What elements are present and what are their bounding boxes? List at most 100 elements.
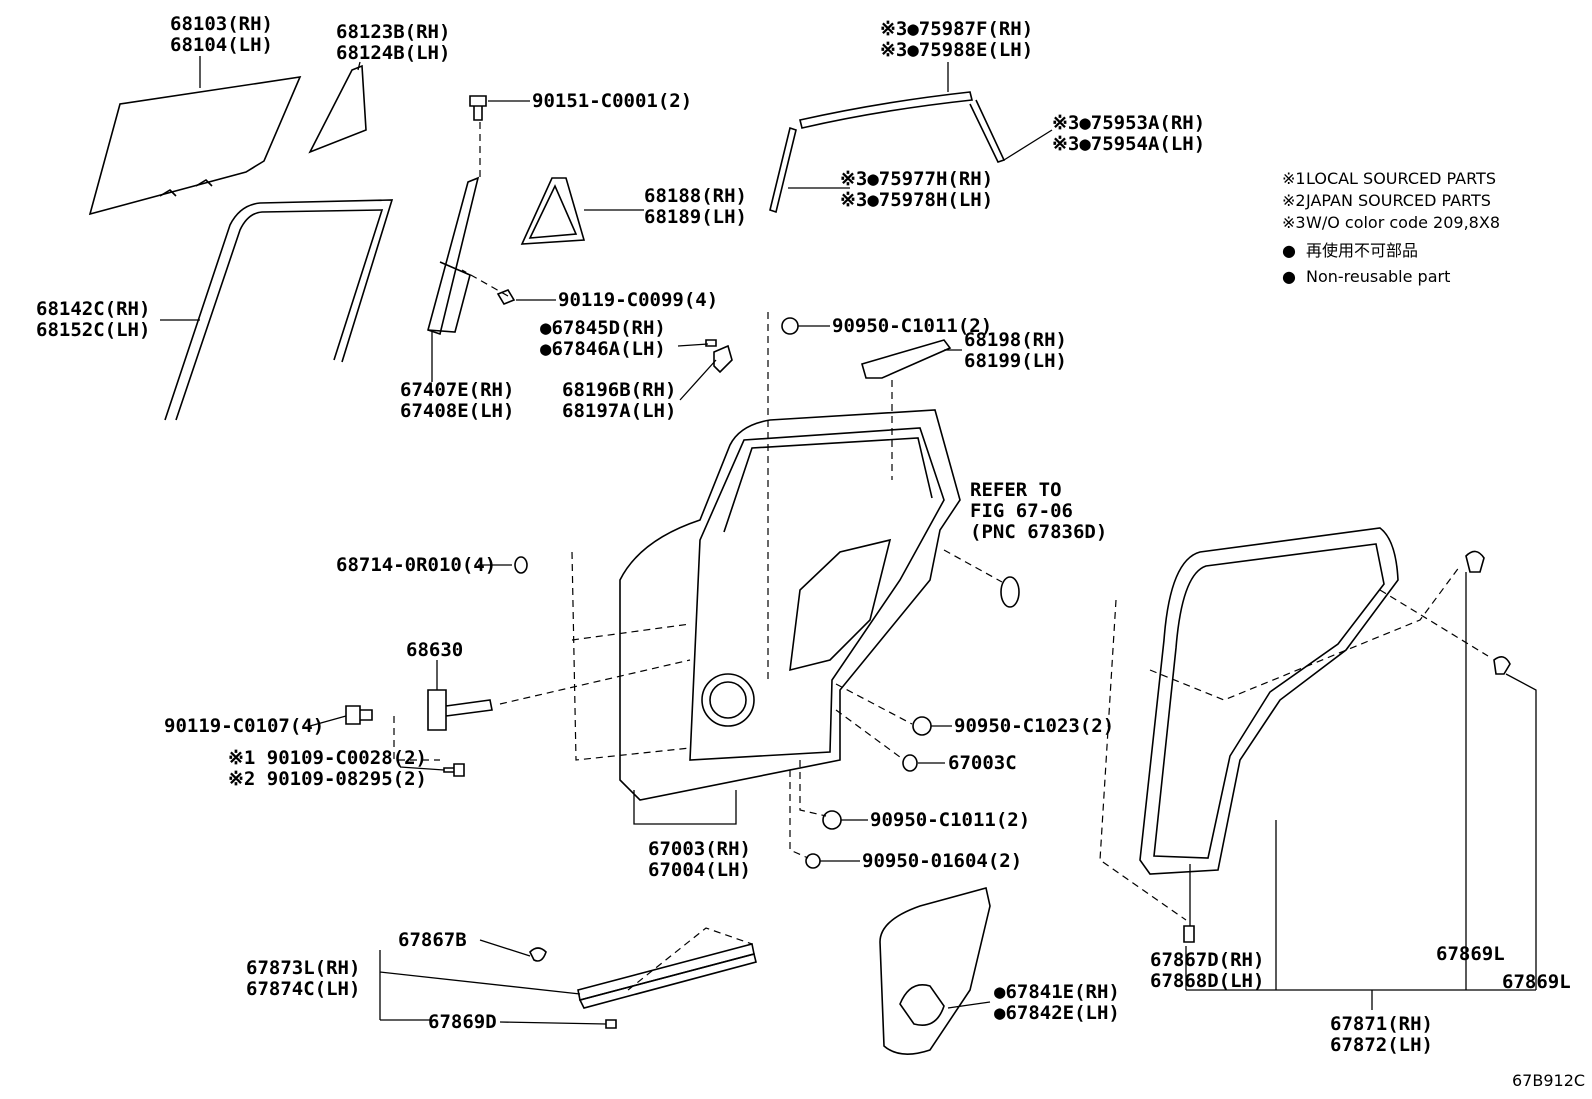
label-line: 90950-C1023(2) bbox=[954, 715, 1114, 737]
label-line: ●67842E(LH) bbox=[994, 1002, 1120, 1024]
label-clip-67869l-a: 67869L bbox=[1436, 943, 1505, 965]
label-moulding-75987: ※3●75987F(RH)※3●75988E(LH) bbox=[880, 18, 1033, 61]
label-line: ●67846A(LH) bbox=[540, 338, 666, 360]
label-line: ※3●75978H(LH) bbox=[840, 189, 993, 211]
legend-mark: ● bbox=[1282, 241, 1296, 260]
label-plug-c1023: 90950-C1023(2) bbox=[954, 715, 1114, 737]
speaker-hole-inner bbox=[709, 681, 747, 719]
legend-item-japan: ※2 JAPAN SOURCED PARTS bbox=[1282, 191, 1491, 210]
label-bracket-68198: 68198(RH)68199(LH) bbox=[964, 329, 1067, 372]
clip-67867b-shape bbox=[529, 947, 547, 962]
label-clip-67845: ●67845D(RH)●67846A(LH) bbox=[540, 317, 666, 360]
moulding-top-shape bbox=[799, 91, 973, 129]
label-line: 68714-0R010(4) bbox=[336, 554, 496, 576]
label-line: 68196B(RH) bbox=[562, 379, 676, 401]
legend-mark: ※2 bbox=[1282, 191, 1306, 210]
label-plug-01604: 90950-01604(2) bbox=[862, 850, 1022, 872]
label-line: 67867B bbox=[398, 929, 467, 951]
label-line: ※1 90109-C0028(2) bbox=[228, 747, 427, 769]
clip-67869d-shape bbox=[605, 1019, 617, 1029]
label-line: 68123B(RH) bbox=[336, 21, 450, 43]
label-bolt-c0107: 90119-C0107(4) bbox=[164, 715, 324, 737]
label-plug-c1011-top: 90950-C1011(2) bbox=[832, 315, 992, 337]
label-line: 67869L bbox=[1436, 943, 1505, 965]
nut-68714-shape bbox=[514, 556, 528, 574]
label-clip-67867d: 67867D(RH)67868D(LH) bbox=[1150, 949, 1264, 992]
label-clip-67869d: 67869D bbox=[428, 1011, 497, 1033]
glass-clip-shape bbox=[159, 178, 213, 197]
label-clip-67869l-b: 67869L bbox=[1502, 971, 1571, 993]
legend-mark: ※3 bbox=[1282, 213, 1306, 232]
label-line: 68188(RH) bbox=[644, 185, 747, 207]
label-line: ●67841E(RH) bbox=[994, 981, 1120, 1003]
label-line: 68630 bbox=[406, 639, 463, 661]
label-moulding-75977: ※3●75977H(RH)※3●75978H(LH) bbox=[840, 168, 993, 211]
label-line: 68198(RH) bbox=[964, 329, 1067, 351]
label-line: 68103(RH) bbox=[170, 13, 273, 35]
door-inner-cutout bbox=[789, 538, 892, 672]
door-glass-shape bbox=[88, 75, 302, 216]
bolt-90109-shape bbox=[443, 763, 465, 777]
label-line: ※3●75954A(LH) bbox=[1052, 133, 1205, 155]
label-line: 90950-C1011(2) bbox=[870, 809, 1030, 831]
run-channel-shape bbox=[164, 199, 394, 421]
label-line: 90950-C1011(2) bbox=[832, 315, 992, 337]
label-door-panel: 67003(RH)67004(LH) bbox=[648, 838, 751, 881]
label-cover-67841: ●67841E(RH)●67842E(LH) bbox=[994, 981, 1120, 1024]
hole-plug-refer-shape bbox=[1000, 576, 1020, 608]
door-window-frame bbox=[723, 437, 933, 533]
assembly-lines bbox=[393, 122, 1489, 991]
belt-weatherstrip-shape bbox=[577, 943, 755, 1001]
label-line: 67871(RH) bbox=[1330, 1013, 1433, 1035]
label-quarter-glass: 68123B(RH)68124B(LH) bbox=[336, 21, 450, 64]
label-clip-67867b: 67867B bbox=[398, 929, 467, 951]
refer-line: FIG 67-06 bbox=[970, 500, 1073, 522]
label-line: 67874C(LH) bbox=[246, 978, 360, 1000]
label-bolt-90109: ※1 90109-C0028(2)※2 90109-08295(2) bbox=[228, 747, 427, 790]
label-glass: 68103(RH)68104(LH) bbox=[170, 13, 273, 56]
label-line: 90119-C0107(4) bbox=[164, 715, 324, 737]
clip-67869l-a-shape bbox=[1465, 550, 1485, 573]
label-line: 68199(LH) bbox=[964, 350, 1067, 372]
refer-line: REFER TO bbox=[970, 479, 1062, 501]
clip-67845-shape bbox=[705, 339, 717, 347]
plug-01604-shape bbox=[805, 853, 821, 869]
service-cover-hole bbox=[899, 984, 945, 1026]
label-weatherstrip-67871: 67871(RH)67872(LH) bbox=[1330, 1013, 1433, 1056]
label-line: 68142C(RH) bbox=[36, 298, 150, 320]
label-line: 67868D(LH) bbox=[1150, 970, 1264, 992]
label-line: 90151-C0001(2) bbox=[532, 90, 692, 112]
center-channel-lower bbox=[427, 261, 471, 333]
service-cover-shape bbox=[879, 887, 991, 1055]
seal-68188-shape bbox=[520, 177, 586, 245]
label-line: ●67845D(RH) bbox=[540, 317, 666, 339]
bolt-90151-shape bbox=[469, 95, 487, 121]
plug-c1023-shape bbox=[912, 716, 932, 736]
plug-67003c-shape bbox=[902, 754, 918, 772]
label-bolt-c0099: 90119-C0099(4) bbox=[558, 289, 718, 311]
moulding-right-shape bbox=[969, 99, 1006, 163]
leader-lines bbox=[160, 56, 1537, 1025]
door-weatherstrip-inner bbox=[1153, 543, 1385, 859]
center-channel-shape bbox=[427, 176, 480, 336]
bolt-c0107-shape bbox=[345, 705, 373, 725]
legend-item-local: ※1 LOCAL SOURCED PARTS bbox=[1282, 169, 1496, 188]
label-run-channel: 68142C(RH)68152C(LH) bbox=[36, 298, 150, 341]
label-nut-68714: 68714-0R010(4) bbox=[336, 554, 496, 576]
label-line: 90950-01604(2) bbox=[862, 850, 1022, 872]
label-plug-67003c: 67003C bbox=[948, 752, 1017, 774]
label-line: 67003(RH) bbox=[648, 838, 751, 860]
label-bracket-68196: 68196B(RH)68197A(LH) bbox=[562, 379, 676, 422]
grommet-top-shape bbox=[781, 317, 799, 335]
bolt-c0099-shape bbox=[496, 289, 516, 305]
label-line: 90119-C0099(4) bbox=[558, 289, 718, 311]
legend-text: JAPAN SOURCED PARTS bbox=[1305, 191, 1491, 210]
label-moulding-75953: ※3●75953A(RH)※3●75954A(LH) bbox=[1052, 112, 1205, 155]
label-line: 67873L(RH) bbox=[246, 957, 360, 979]
door-check-shape bbox=[427, 689, 493, 731]
legend-text: 再使用不可部品 bbox=[1306, 241, 1418, 260]
bracket-68198-shape bbox=[861, 339, 952, 379]
label-line: 67869D bbox=[428, 1011, 497, 1033]
diagram-code: 67B912C bbox=[1512, 1071, 1585, 1090]
